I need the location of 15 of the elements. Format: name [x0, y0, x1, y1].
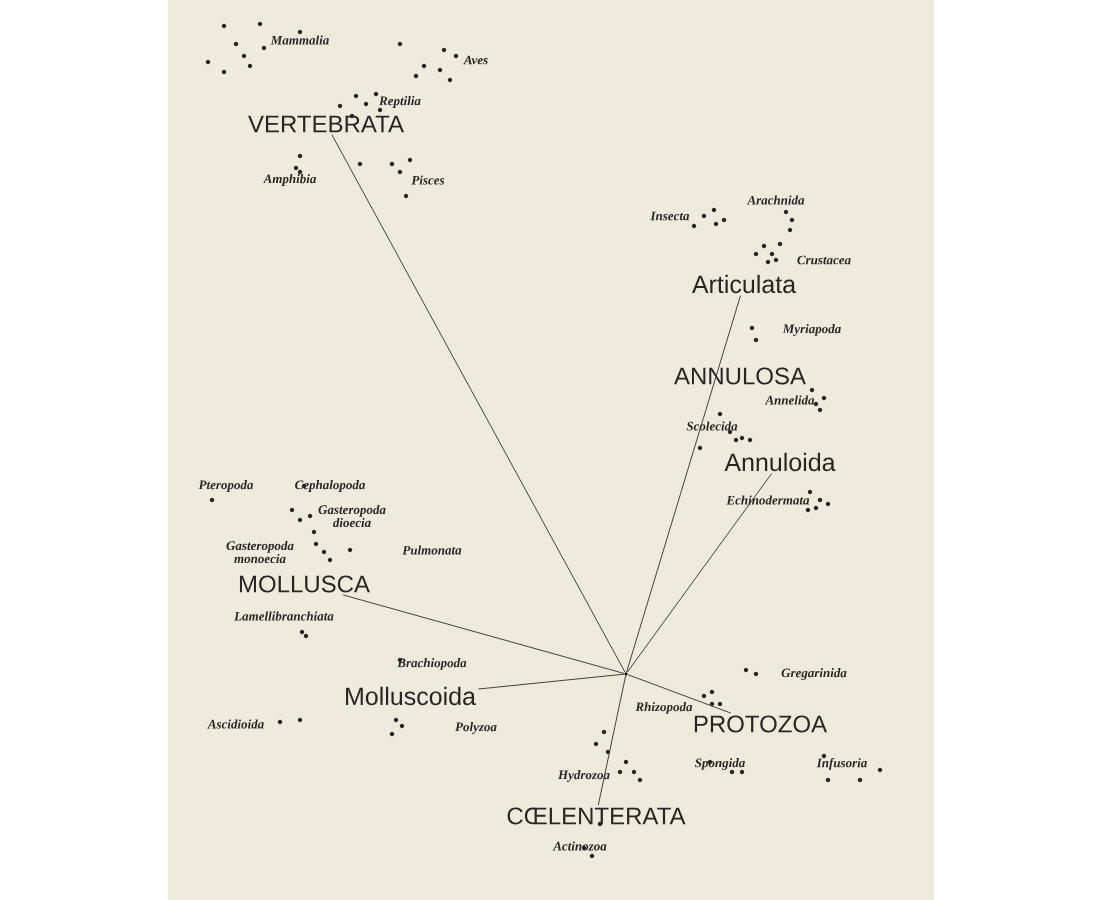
- group-name: MOLLUSCA: [239, 575, 370, 593]
- connecting-line: [342, 594, 625, 674]
- connecting-line: [626, 295, 741, 673]
- group-name: Articulata: [691, 274, 797, 294]
- group-name: PROTOZOA: [694, 715, 828, 733]
- connecting-line: [477, 673, 625, 690]
- group-name: Annuloida: [724, 452, 836, 472]
- group-name: ANNULOSA: [674, 367, 806, 385]
- connecting-line: [627, 674, 732, 714]
- group-name: VERTEBRATA: [248, 115, 404, 133]
- connecting-line: [597, 675, 627, 806]
- connecting-line: [626, 473, 773, 673]
- group-name: CŒLENTERATA: [507, 807, 686, 825]
- group-name: Molluscoida: [346, 686, 476, 706]
- connecting-line: [331, 134, 626, 673]
